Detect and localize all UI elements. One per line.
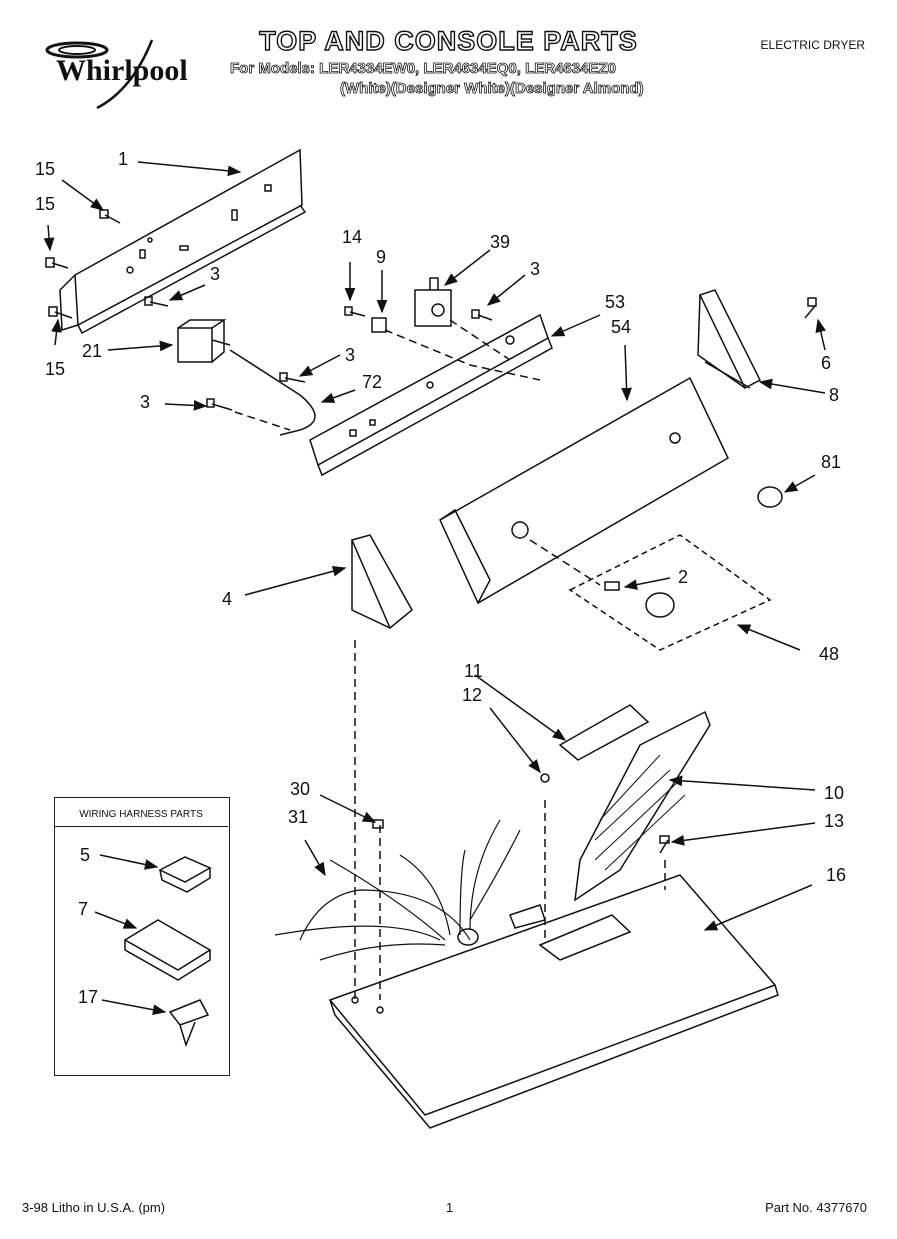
- callout-8: 8: [829, 385, 840, 405]
- callout-2: 2: [678, 567, 689, 587]
- callout-3c: 3: [140, 392, 151, 412]
- footer-page-number: 1: [446, 1200, 454, 1215]
- callout-15a: 15: [35, 159, 56, 179]
- callout-39: 39: [490, 232, 511, 252]
- footer-litho: 3-98 Litho in U.S.A. (pm): [22, 1200, 166, 1215]
- clip-30: [372, 819, 384, 829]
- callout-7: 7: [78, 899, 89, 919]
- wiring-harness: [274, 819, 521, 961]
- console-panel: [439, 376, 729, 605]
- callout-16: 16: [826, 865, 847, 885]
- callout-6: 6: [821, 353, 832, 373]
- product-type: ELECTRIC DRYER: [760, 38, 865, 52]
- callout-3b: 3: [345, 345, 356, 365]
- callout-3d: 3: [530, 259, 541, 279]
- clip-9: [371, 317, 387, 333]
- harness-part-17: [168, 999, 210, 1048]
- variants-line: (White)(Designer White)(Designer Almond): [340, 80, 644, 98]
- callout-48: 48: [819, 644, 840, 664]
- control-panel-bracket: [59, 148, 307, 335]
- models-line: For Models: LER4334EW0, LER4634EQ0, LER4…: [230, 60, 617, 78]
- callout-30: 30: [290, 779, 311, 799]
- page-title: TOP AND CONSOLE PARTS: [259, 25, 638, 56]
- top-panel: [328, 874, 779, 1129]
- whirlpool-logo: [45, 39, 154, 110]
- footer-part-number: Part No. 4377670: [765, 1200, 867, 1215]
- harness-box-divider: [54, 826, 228, 827]
- callout-53: 53: [605, 292, 626, 312]
- callout-10: 10: [824, 783, 845, 803]
- knob-insert: [604, 581, 620, 591]
- knob-2: [645, 592, 675, 618]
- console-end-cap-4: [350, 534, 413, 630]
- callout-31: 31: [288, 807, 309, 827]
- callout-4: 4: [222, 589, 233, 609]
- callout-14: 14: [342, 227, 363, 247]
- callout-15c: 15: [45, 359, 66, 379]
- callout-13: 13: [824, 811, 845, 831]
- screws: [45, 209, 817, 854]
- callout-3a: 3: [210, 264, 221, 284]
- timer-switch: [177, 319, 231, 363]
- callout-54: 54: [611, 317, 632, 337]
- callout-12: 12: [462, 685, 483, 705]
- knob-assembly-48: [568, 534, 772, 651]
- callout-9: 9: [376, 247, 387, 267]
- lint-grille: [594, 754, 686, 871]
- harness-part-5: [158, 856, 212, 893]
- console-rail: [309, 313, 553, 477]
- callout-5: 5: [80, 845, 91, 865]
- callout-72: 72: [362, 372, 383, 392]
- wiring-harness-box: [54, 797, 230, 1076]
- screw-12: [540, 773, 550, 783]
- callout-1: 1: [118, 149, 129, 169]
- callout-21: 21: [82, 341, 103, 361]
- knob-81: [757, 486, 783, 508]
- callout-81: 81: [821, 452, 842, 472]
- harness-box-title: WIRING HARNESS PARTS: [79, 809, 203, 820]
- callout-15b: 15: [35, 194, 56, 214]
- rotary-switch-39: [414, 277, 452, 327]
- brand-name: Whirlpool: [56, 54, 188, 87]
- wire-72: [229, 349, 316, 436]
- callout-11: 11: [464, 661, 483, 681]
- lint-screen-11: [558, 704, 650, 761]
- lint-filter-10: [574, 710, 711, 902]
- callout-17: 17: [78, 987, 99, 1007]
- harness-part-7: [123, 919, 212, 981]
- end-cap: [697, 289, 761, 390]
